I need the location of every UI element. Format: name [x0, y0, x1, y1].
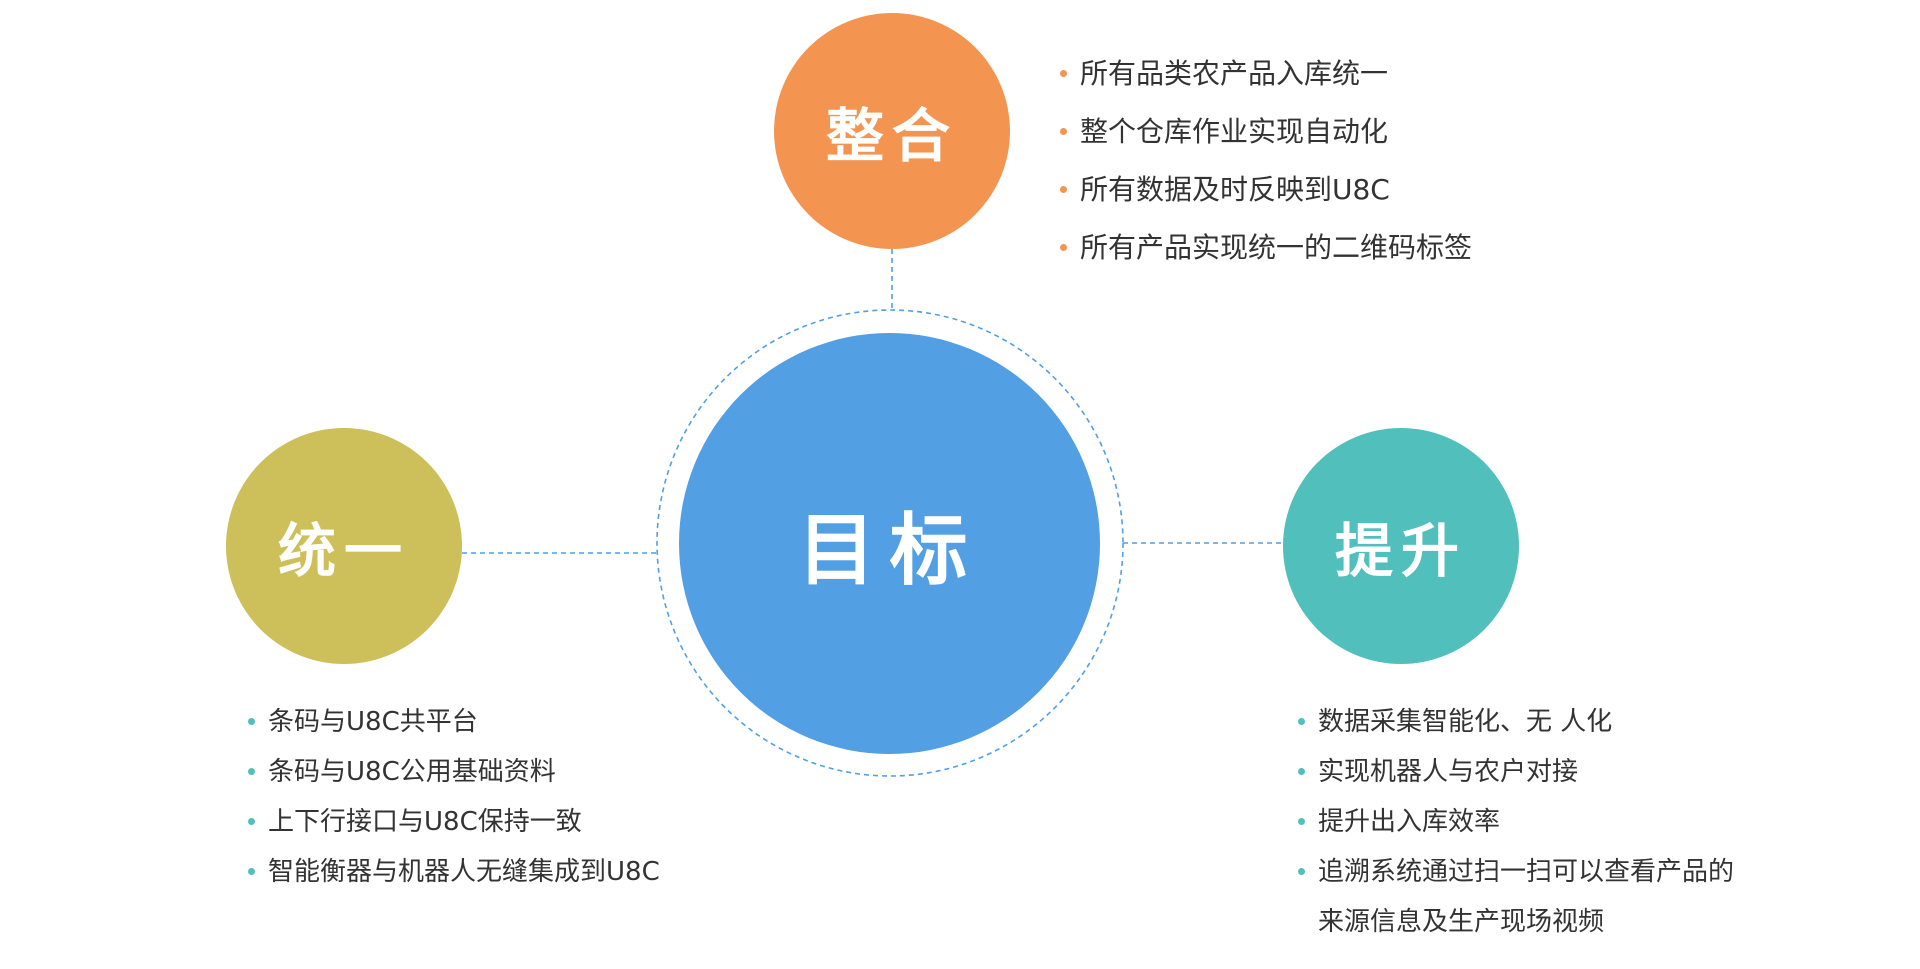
- improve-bullet-list: 数据采集智能化、无 人化 实现机器人与农户对接 提升出入库效率 追溯系统通过扫一…: [1298, 700, 1735, 950]
- unify-bullet-item: 条码与U8C共平台: [248, 700, 660, 750]
- improve-bullet-item: 数据采集智能化、无 人化: [1298, 700, 1734, 750]
- improve-bullet-item: 追溯系统通过扫一扫可以查看产品的: [1298, 850, 1735, 900]
- bullet-dot-icon: [1298, 768, 1305, 775]
- unify-circle: 统一: [226, 428, 462, 664]
- integrate-label: 整合: [825, 102, 958, 170]
- integrate-bullet-item: 所有产品实现统一的二维码标签: [1060, 224, 1473, 282]
- unify-bullet-item: 条码与U8C公用基础资料: [248, 750, 660, 800]
- unify-bullet-item: 上下行接口与U8C保持一致: [248, 800, 660, 850]
- improve-bullet-text: 数据采集智能化、无 人化: [1318, 707, 1613, 737]
- integrate-bullet-list: 所有品类农产品入库统一 整个仓库作业实现自动化 所有数据及时反映到U8C 所有产…: [1060, 50, 1473, 282]
- unify-bullet-text: 条码与U8C共平台: [268, 707, 478, 737]
- improve-bullet-text: 实现机器人与农户对接: [1318, 757, 1579, 787]
- improve-bullet-text: 提升出入库效率: [1318, 807, 1501, 837]
- integrate-bullet-item: 所有品类农产品入库统一: [1060, 50, 1472, 108]
- center-goal-circle: 目标: [679, 333, 1100, 754]
- unify-label: 统一: [277, 517, 410, 585]
- bullet-dot-icon: [1298, 818, 1305, 825]
- integrate-bullet-text: 所有品类农产品入库统一: [1080, 57, 1389, 90]
- unify-bullet-item: 智能衡器与机器人无缝集成到U8C: [248, 850, 660, 900]
- unify-bullet-list: 条码与U8C共平台 条码与U8C公用基础资料 上下行接口与U8C保持一致 智能衡…: [248, 700, 660, 900]
- improve-label: 提升: [1334, 517, 1467, 585]
- bullet-dot-icon: [248, 868, 255, 875]
- integrate-circle: 整合: [774, 13, 1010, 249]
- bullet-dot-icon: [1060, 244, 1067, 251]
- integrate-bullet-text: 所有产品实现统一的二维码标签: [1080, 231, 1473, 264]
- bullet-dot-icon: [1060, 186, 1067, 193]
- unify-bullet-text: 上下行接口与U8C保持一致: [268, 807, 582, 837]
- integrate-bullet-text: 所有数据及时反映到U8C: [1080, 173, 1390, 206]
- bullet-dot-icon: [1060, 128, 1067, 135]
- unify-bullet-text: 智能衡器与机器人无缝集成到U8C: [268, 857, 660, 887]
- bullet-dot-icon: [248, 718, 255, 725]
- improve-bullet-text: 追溯系统通过扫一扫可以查看产品的: [1318, 857, 1735, 887]
- improve-bullet-item: 实现机器人与农户对接: [1298, 750, 1734, 800]
- bullet-dot-icon: [248, 768, 255, 775]
- bullet-dot-icon: [1298, 868, 1305, 875]
- integrate-bullet-text: 整个仓库作业实现自动化: [1080, 115, 1389, 148]
- improve-circle: 提升: [1283, 428, 1519, 664]
- improve-bullet-item-continuation: 来源信息及生产现场视频: [1318, 900, 1734, 950]
- integrate-bullet-item: 所有数据及时反映到U8C: [1060, 166, 1472, 224]
- unify-bullet-text: 条码与U8C公用基础资料: [268, 757, 556, 787]
- bullet-dot-icon: [248, 818, 255, 825]
- center-goal-label: 目标: [797, 505, 982, 596]
- improve-bullet-item: 提升出入库效率: [1298, 800, 1734, 850]
- bullet-dot-icon: [1298, 718, 1305, 725]
- bullet-dot-icon: [1060, 70, 1067, 77]
- improve-bullet-text: 来源信息及生产现场视频: [1318, 907, 1605, 937]
- integrate-bullet-item: 整个仓库作业实现自动化: [1060, 108, 1472, 166]
